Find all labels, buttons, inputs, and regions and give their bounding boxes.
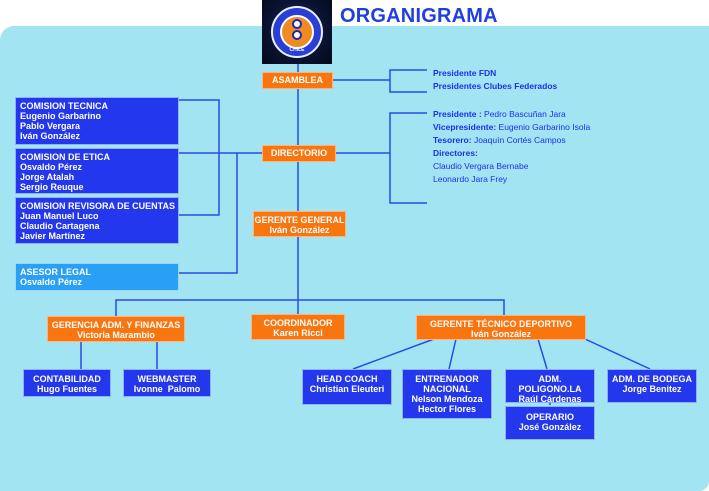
comision-title: COMISION TECNICA — [20, 101, 109, 111]
asamblea-label: ASAMBLEA — [272, 75, 323, 85]
entrenador-title: ENTRENADOR — [415, 374, 479, 384]
operario-box: OPERARIO José González — [505, 406, 595, 440]
comision-etica-box: COMISION DE ETICA Osvaldo Pérez Jorge At… — [15, 148, 179, 194]
comision-member: Pablo Vergara — [20, 121, 81, 131]
asesor-legal-connector — [179, 153, 238, 274]
gerente-tecnico-box: GERENTE TÉCNICO DEPORTIVO Iván González — [416, 315, 586, 340]
comision-member: Jorge Atalah — [20, 172, 75, 182]
tier3-connector — [115, 299, 505, 316]
contabilidad-title: CONTABILIDAD — [33, 374, 101, 384]
logo-badge: CHILE — [271, 6, 323, 58]
directorio-bracket — [389, 112, 427, 204]
head-coach-box: HEAD COACH Christian Eleuteri — [302, 369, 392, 405]
head-coach-title: HEAD COACH — [316, 374, 378, 384]
federation-logo: CHILE — [262, 0, 332, 64]
gerente-general-name: Iván González — [269, 225, 330, 235]
comision-title: COMISION DE ETICA — [20, 152, 111, 162]
webmaster-title: WEBMASTER — [137, 374, 197, 384]
logo-emblem-icon — [280, 15, 314, 49]
asamblea-members: Presidente FDN Presidentes Clubes Federa… — [433, 67, 557, 93]
vicepresidente-label: Vicepresidente: — [433, 122, 497, 132]
presidente-label: Presidente : — [433, 109, 482, 119]
head-coach-connector — [352, 338, 435, 370]
gerente-tecnico-title: GERENTE TÉCNICO DEPORTIVO — [429, 319, 572, 329]
entrenador-nacional-box: ENTRENADOR NACIONAL Nelson Mendoza Hecto… — [402, 369, 492, 419]
gerencia-adm-title: GERENCIA ADM. Y FINANZAS — [51, 320, 181, 330]
entrenador-title: NACIONAL — [423, 384, 471, 394]
entrenador-name: Nelson Mendoza — [411, 394, 483, 404]
asamblea-bracket — [389, 69, 427, 93]
poligono-connector — [537, 338, 548, 370]
bodega-connector — [584, 338, 651, 370]
comision-member: Claudio Cartagena — [20, 221, 100, 231]
directorio-label: DIRECTORIO — [270, 148, 328, 158]
adm-bodega-name: Jorge Benitez — [622, 384, 682, 394]
gerente-tecnico-name: Iván González — [470, 329, 532, 339]
operario-title: OPERARIO — [525, 412, 574, 422]
vicepresidente-name: Eugenio Garbarino Isola — [498, 122, 591, 132]
adm-bodega-box: ADM. DE BODEGA Jorge Benitez — [607, 369, 697, 403]
asamblea-member: Presidentes Clubes Federados — [433, 81, 558, 91]
logo-text: CHILE — [289, 47, 305, 53]
comisiones-bracket — [179, 99, 220, 216]
adm-poligono-name: Raúl Cárdenas — [518, 394, 582, 404]
comision-member: Iván González — [20, 131, 81, 141]
entrenador-connector — [448, 338, 457, 370]
head-coach-name: Christian Eleuteri — [309, 384, 385, 394]
gerencia-adm-name: Victoria Marambio — [77, 330, 155, 340]
director-name: Claudio Vergara Bernabe — [433, 161, 529, 171]
coordinador-box: COORDINADOR Karen Ricci — [251, 314, 345, 340]
directorio-members: Presidente : Pedro Bascuñan Jara Vicepre… — [433, 108, 590, 186]
coordinador-name: Karen Ricci — [273, 328, 323, 338]
comision-member: Eugenio Garbarino — [20, 111, 102, 121]
webmaster-name: Ivonne Palomo — [133, 384, 201, 394]
entrenador-name: Hector Flores — [417, 404, 477, 414]
directorio-box: DIRECTORIO — [262, 145, 336, 162]
page-title: ORGANIGRAMA — [340, 5, 498, 27]
gerente-general-box: GERENTE GENERAL Iván González — [253, 211, 346, 237]
coordinador-title: COORDINADOR — [263, 318, 333, 328]
operario-name: José González — [518, 422, 582, 432]
directores-label: Directores: — [433, 148, 478, 158]
tesorero-name: Joaquín Cortés Campos — [473, 135, 566, 145]
comision-member: Sergio Reuque — [20, 182, 84, 192]
comision-member: Javier Martínez — [20, 231, 86, 241]
asamblea-member: Presidente FDN — [433, 68, 497, 78]
webmaster-box: WEBMASTER Ivonne Palomo — [123, 369, 211, 397]
director-name: Leonardo Jara Frey — [433, 174, 508, 184]
adm-poligono-title: ADM. POLIGONO.LA — [518, 374, 582, 394]
comision-member: Juan Manuel Luco — [20, 211, 99, 221]
comision-title: COMISION REVISORA DE CUENTAS — [20, 201, 176, 211]
asesor-legal-title: ASESOR LEGAL — [20, 267, 92, 277]
comision-tecnica-box: COMISION TECNICA Eugenio Garbarino Pablo… — [15, 97, 179, 145]
gerente-general-title: GERENTE GENERAL — [254, 215, 345, 225]
comision-revisora-box: COMISION REVISORA DE CUENTAS Juan Manuel… — [15, 197, 179, 244]
adm-poligono-box: ADM. POLIGONO.LA Raúl Cárdenas — [505, 369, 595, 404]
contabilidad-name: Hugo Fuentes — [37, 384, 97, 394]
asesor-legal-name: Osvaldo Pérez — [20, 277, 83, 287]
adm-bodega-title: ADM. DE BODEGA — [611, 374, 692, 384]
asesor-legal-box: ASESOR LEGAL Osvaldo Pérez — [15, 263, 179, 291]
gerencia-adm-box: GERENCIA ADM. Y FINANZAS Victoria Maramb… — [47, 316, 185, 342]
contabilidad-box: CONTABILIDAD Hugo Fuentes — [23, 369, 111, 397]
asamblea-box: ASAMBLEA — [262, 72, 333, 89]
comision-member: Osvaldo Pérez — [20, 162, 83, 172]
tesorero-label: Tesorero: — [433, 135, 472, 145]
presidente-name: Pedro Bascuñan Jara — [484, 109, 566, 119]
